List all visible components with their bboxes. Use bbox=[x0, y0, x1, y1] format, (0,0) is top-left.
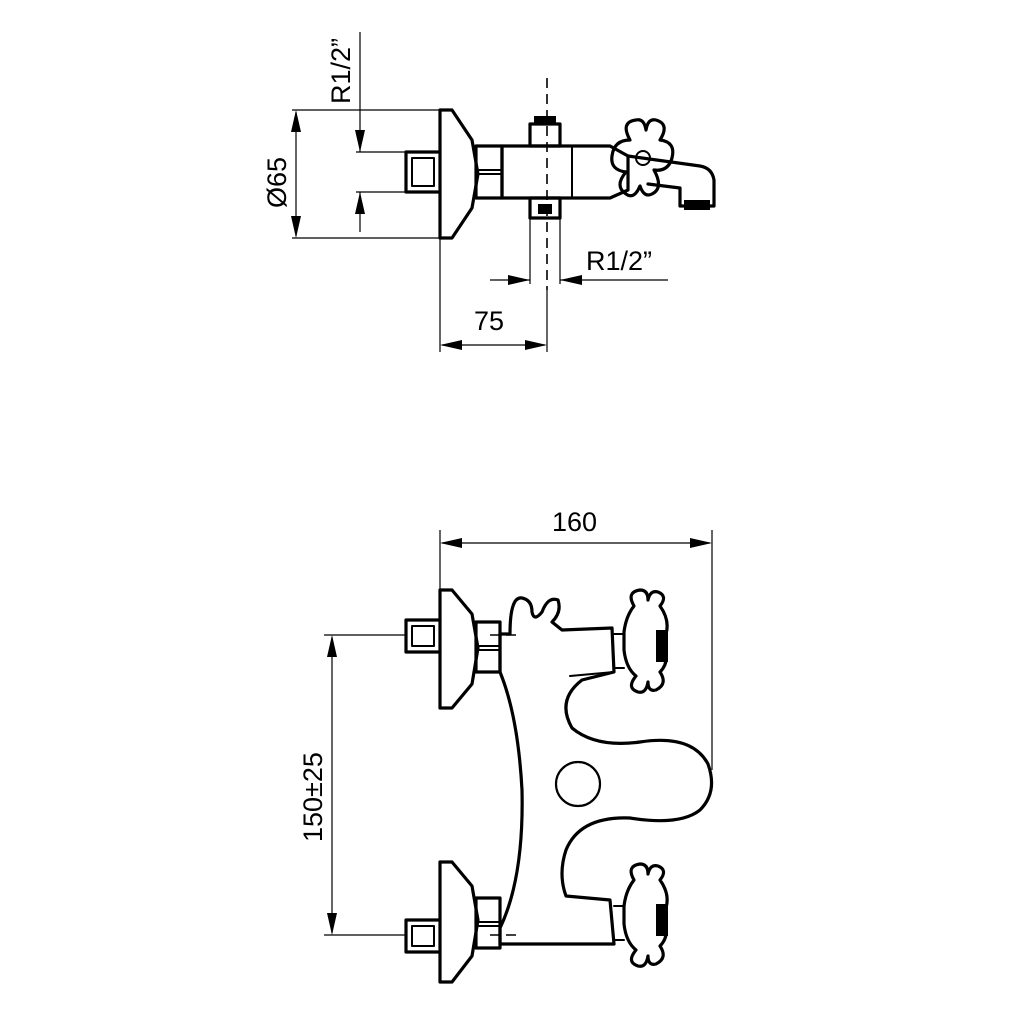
top-thread-right-label: R1/2” bbox=[586, 246, 652, 276]
top-offset-dimension bbox=[439, 238, 548, 352]
top-inlet-nut bbox=[411, 157, 435, 187]
front-spacing-dimension bbox=[324, 634, 406, 936]
front-lower-inlet bbox=[404, 918, 442, 954]
top-view: R1/2” Ø65 R1/2” 75 bbox=[262, 32, 716, 352]
top-lower-outlet bbox=[528, 196, 562, 220]
top-mixer-body bbox=[500, 144, 630, 200]
top-diameter-dimension bbox=[291, 109, 440, 239]
front-lower-flange bbox=[438, 860, 480, 984]
top-upper-outlet bbox=[528, 122, 562, 148]
top-diameter-label: Ø65 bbox=[262, 157, 292, 208]
top-offset-label: 75 bbox=[474, 306, 504, 336]
front-mixer-body bbox=[498, 596, 714, 946]
front-upper-cross-handle bbox=[613, 588, 669, 694]
front-width-dimension bbox=[439, 530, 713, 770]
top-inlet-connector bbox=[404, 150, 442, 194]
front-upper-inlet bbox=[404, 618, 442, 654]
top-thread-left-label: R1/2” bbox=[326, 38, 356, 104]
top-thread-right-dimension bbox=[490, 218, 668, 285]
front-spacing-label: 150±25 bbox=[298, 752, 328, 842]
front-lower-cross-handle bbox=[613, 862, 669, 968]
top-hex-nut bbox=[474, 144, 504, 200]
top-wall-flange bbox=[438, 108, 480, 240]
front-diverter-hole bbox=[554, 760, 602, 808]
front-upper-flange bbox=[438, 588, 480, 710]
front-width-label: 160 bbox=[552, 507, 597, 537]
front-view: 160 150±25 bbox=[298, 507, 714, 984]
top-cross-handle bbox=[610, 118, 675, 198]
top-thread-left-dimension bbox=[355, 32, 406, 232]
